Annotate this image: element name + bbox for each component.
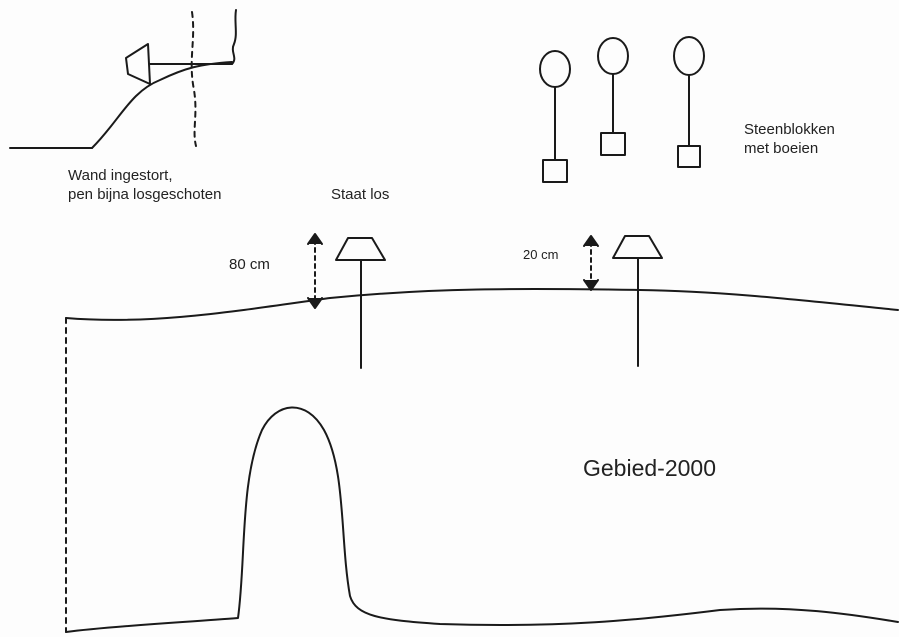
depth-20-label: 20 cm — [523, 247, 559, 262]
depth-arrow-80-top — [307, 233, 323, 245]
wall-collapsed-label-line-2: pen bijna losgeschoten — [68, 185, 222, 203]
depth-arrow-20-bottom — [583, 279, 599, 291]
dashed-original-wall — [190, 11, 197, 147]
stone-blocks-label-line-2: met boeien — [744, 139, 819, 157]
stone-blocks-label: Steenblokken met boeien — [744, 121, 835, 159]
wall-collapsed-label-line-1: Wand ingestort, — [68, 167, 173, 184]
pen-anchor-tilted — [125, 43, 151, 85]
pen-anchor-1 — [335, 237, 386, 261]
buoy-3 — [673, 36, 705, 76]
buoy-stone-3 — [673, 36, 705, 168]
depth-arrow-80-bottom — [307, 297, 323, 309]
stone-blocks-label-line-1: Steenblokken — [744, 121, 835, 138]
stone-block-3 — [677, 145, 701, 168]
depth-arrow-20-top — [583, 235, 599, 247]
depth-80-label: 80 cm — [229, 256, 270, 273]
wall-edge — [231, 9, 237, 65]
stone-block-1 — [542, 159, 568, 183]
buoy-stone-1 — [539, 50, 571, 183]
loose-label: Staat los — [331, 186, 390, 203]
stone-block-2 — [600, 132, 626, 156]
wall-collapsed-label: Wand ingestort, pen bijna losgeschoten — [68, 167, 221, 205]
buoy-1 — [539, 50, 571, 88]
buoy-stone-2 — [597, 37, 629, 156]
seabed-surface — [65, 287, 899, 321]
collapsed-wall-slope — [91, 61, 233, 149]
deep-layer-profile — [65, 406, 899, 633]
area-label: Gebied-2000 — [583, 455, 716, 481]
buoy-2 — [597, 37, 629, 75]
pen-anchor-2 — [612, 235, 663, 259]
